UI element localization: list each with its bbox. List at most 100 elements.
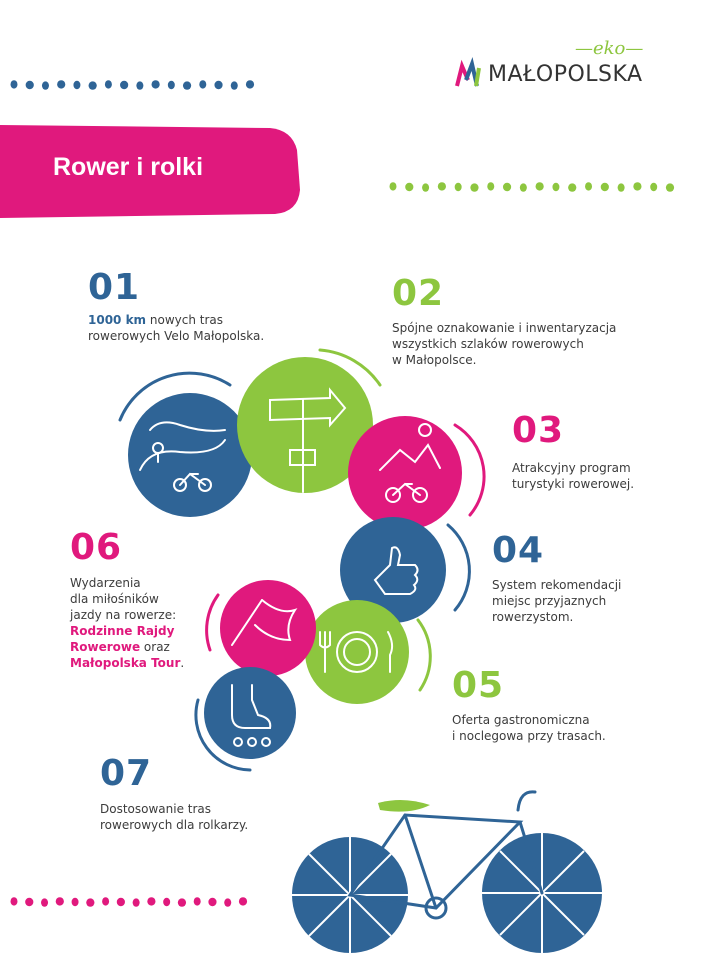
dot — [182, 81, 192, 90]
item-text-03: Atrakcyjny program turystyki rowerowej. — [512, 460, 634, 492]
dot — [650, 182, 658, 192]
dot — [88, 81, 97, 90]
plate-cutlery-icon — [319, 631, 394, 673]
dot — [487, 182, 495, 191]
dot — [132, 898, 140, 907]
dot — [102, 897, 110, 906]
dot — [502, 182, 512, 192]
title-banner — [0, 125, 300, 218]
dot — [470, 183, 479, 192]
dot — [55, 897, 64, 906]
text: System rekomendacji — [492, 578, 622, 592]
dot — [10, 80, 18, 89]
dot — [199, 80, 207, 89]
dot — [167, 80, 175, 90]
item-number-03: 03 — [512, 410, 565, 451]
dot — [57, 80, 66, 89]
green-dots-decoration — [389, 182, 675, 192]
text: Atrakcyjny program — [512, 461, 631, 475]
text: jazdy na rowerze: — [70, 608, 177, 622]
page-title: Rower i rolki — [53, 153, 204, 181]
text: w Małopolsce. — [392, 353, 477, 367]
text: i noclegowa przy trasach. — [452, 729, 606, 743]
text: Wydarzenia — [70, 576, 141, 590]
highlight-rowerowe: Rowerowe — [70, 640, 141, 654]
signpost-icon — [269, 387, 347, 493]
dot — [454, 182, 462, 192]
dot — [238, 897, 248, 906]
highlight-rajdy: Rodzinne Rajdy — [70, 624, 175, 638]
dot — [422, 183, 430, 192]
highlight-1000km: 1000 km — [88, 313, 147, 327]
dot — [25, 80, 34, 90]
dot — [25, 897, 34, 907]
dot — [437, 182, 446, 191]
text: miejsc przyjaznych — [492, 594, 607, 608]
dot — [405, 182, 414, 192]
dot — [585, 182, 593, 191]
item-text-07: Dostosowanie tras rowerowych dla rolkarz… — [100, 801, 248, 833]
circle-02-signpost — [237, 357, 373, 493]
winding-road-bike-icon — [139, 421, 226, 492]
dot — [568, 183, 577, 192]
dot — [163, 897, 171, 907]
dot — [147, 897, 156, 906]
text: dla miłośników — [70, 592, 159, 606]
text: rowerowych Velo Małopolska. — [88, 329, 265, 343]
item-number-01: 01 — [88, 267, 141, 308]
highlight-malopolska-tour: Małopolska Tour — [70, 656, 181, 670]
dot — [10, 897, 18, 906]
mountain-bike-icon — [379, 423, 441, 503]
dot — [71, 897, 79, 907]
thumbs-up-icon — [373, 546, 419, 595]
text: Dostosowanie tras — [100, 802, 212, 816]
item-text-02: Spójne oznakowanie i inwentaryzacja wszy… — [392, 320, 616, 368]
dot — [633, 182, 642, 191]
item-number-07: 07 — [100, 753, 153, 794]
text: rowerzystom. — [492, 610, 574, 624]
dot — [177, 898, 187, 907]
text: . — [180, 656, 185, 670]
bicycle-illustration — [292, 790, 602, 953]
dot — [41, 898, 49, 907]
circle-05-plate — [305, 600, 409, 704]
text: turystyki rowerowej. — [512, 477, 635, 491]
dot — [230, 81, 238, 90]
text: Spójne oznakowanie i inwentaryzacja — [392, 321, 617, 335]
pink-dots-decoration — [10, 897, 248, 907]
dot — [104, 80, 112, 89]
circle-06-flag — [220, 580, 316, 676]
circle-07-skate — [204, 667, 296, 759]
item-text-04: System rekomendacji miejsc przyjaznych r… — [492, 577, 621, 625]
flag-icon — [231, 599, 298, 646]
blue-dots-decoration — [10, 80, 255, 90]
item-number-05: 05 — [452, 665, 505, 706]
dot — [617, 183, 625, 192]
logo-text: MAŁOPOLSKA — [488, 62, 643, 87]
malopolska-logo-icon — [455, 57, 481, 87]
dot — [151, 80, 160, 89]
text: nowych tras — [146, 313, 224, 327]
dot — [389, 182, 397, 191]
item-number-06: 06 — [70, 527, 123, 568]
circle-01-road — [128, 393, 252, 517]
dot — [120, 80, 129, 90]
dot — [73, 80, 81, 90]
dot — [245, 80, 255, 89]
item-text-01: 1000 km nowych tras rowerowych Velo Mało… — [88, 312, 264, 344]
text: oraz — [140, 640, 170, 654]
dot — [136, 81, 144, 90]
item-text-06: Wydarzenia dla miłośników jazdy na rower… — [70, 575, 184, 671]
dot — [193, 897, 201, 906]
dot — [214, 80, 223, 90]
item-text-05: Oferta gastronomiczna i noclegowa przy t… — [452, 712, 606, 744]
dot — [665, 183, 675, 192]
dot — [552, 182, 560, 192]
text: wszystkich szlaków rowerowych — [392, 337, 584, 351]
circle-03-mountain — [348, 416, 462, 530]
item-number-02: 02 — [392, 273, 445, 314]
item-number-04: 04 — [492, 530, 545, 571]
dot — [224, 898, 232, 907]
logo-eko-prefix: —eko— — [575, 38, 644, 59]
